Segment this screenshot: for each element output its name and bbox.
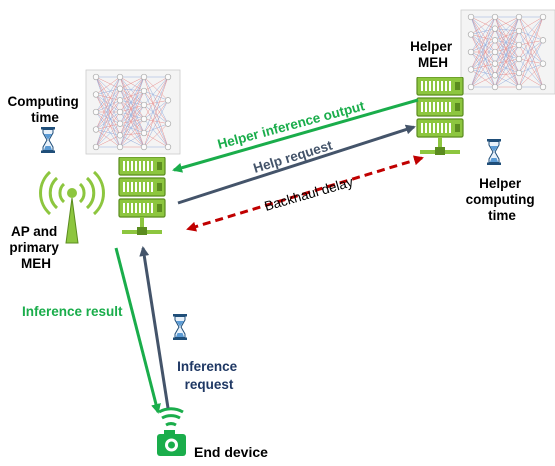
nn-node: [515, 55, 523, 63]
inference-request-label: Inference request: [177, 359, 241, 392]
camera-icon: [157, 430, 186, 456]
nn-node: [515, 69, 523, 77]
nn-node: [140, 73, 148, 81]
nn-node: [92, 73, 100, 81]
nn-node: [92, 126, 100, 133]
nn-node: [491, 72, 499, 79]
nn-node: [92, 108, 100, 116]
hourglass-icon: [487, 139, 501, 165]
nn-node: [491, 83, 499, 91]
nn-node: [140, 115, 148, 123]
nn-node: [539, 83, 547, 91]
nn-node: [116, 73, 124, 81]
end-device-label: End device: [194, 444, 268, 460]
neural-network-icon: [460, 9, 555, 95]
nn-node: [515, 13, 523, 21]
helper-meh-label: Helper MEH: [410, 39, 456, 70]
backhaul-delay-arrow: [186, 155, 424, 232]
nn-node: [92, 91, 100, 98]
helper-meh-server-icon: [416, 77, 464, 156]
nn-node: [116, 108, 124, 116]
wifi-icon: [158, 407, 184, 427]
computing-time-label: Computing time: [8, 94, 83, 125]
nn-node: [467, 83, 475, 91]
hourglass-icon: [41, 127, 55, 153]
nn-node: [491, 25, 499, 32]
nn-node: [539, 13, 547, 21]
nn-node: [92, 143, 100, 151]
nn-node: [164, 73, 172, 81]
primary-meh-server-icon: [118, 157, 166, 236]
nn-node: [491, 48, 499, 56]
nn-node: [140, 87, 148, 95]
nn-node: [467, 48, 475, 56]
nn-node: [515, 41, 523, 49]
antenna-icon: [39, 170, 105, 244]
nn-node: [467, 66, 475, 73]
nn-node: [116, 132, 124, 139]
nn-node: [140, 143, 148, 151]
backhaul-delay-label: Backhaul delay: [263, 174, 355, 214]
nn-node: [164, 120, 172, 127]
nn-node: [116, 143, 124, 151]
neural-network-icon: [85, 69, 181, 155]
nn-node: [539, 37, 547, 44]
nn-node: [164, 97, 172, 104]
helper-computing-time-label: Helper computing time: [466, 176, 539, 223]
nn-node: [140, 129, 148, 137]
nn-node: [539, 60, 547, 67]
nn-node: [467, 31, 475, 38]
nn-node: [140, 101, 148, 109]
nn-node: [515, 27, 523, 35]
nn-node: [491, 13, 499, 21]
nn-node: [116, 97, 124, 104]
nn-node: [491, 60, 499, 67]
inference-result-label: Inference result: [22, 304, 123, 319]
hourglass-icon: [173, 314, 187, 340]
nn-node: [491, 37, 499, 44]
inference-request-arrow: [139, 246, 170, 409]
nn-node: [116, 85, 124, 92]
inference-result-arrow: [114, 247, 161, 414]
helper-inference-output-label: Helper inference output: [216, 98, 367, 152]
nn-node: [515, 83, 523, 91]
ap-primary-meh-label: AP and primary MEH: [9, 224, 62, 271]
nn-node: [164, 143, 172, 151]
nn-node: [467, 13, 475, 21]
nn-node: [116, 120, 124, 127]
